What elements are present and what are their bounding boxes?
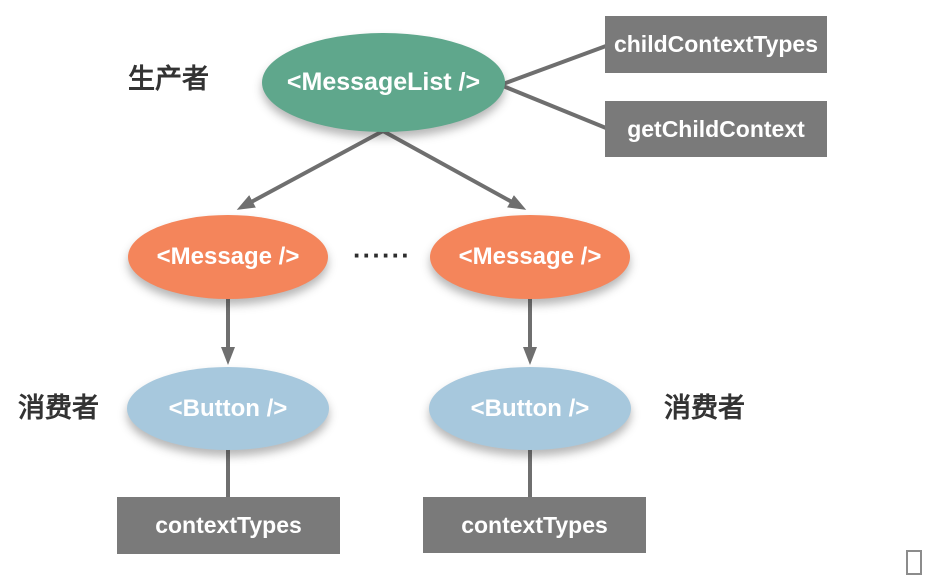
ellipsis-dots: ······ (353, 240, 411, 270)
consumer-label-right: 消费者 (664, 393, 745, 423)
missing-glyph-box (906, 550, 922, 575)
arrow-messagelist-to-message-left (236, 129, 384, 210)
message-node-right: <Message /> (430, 215, 630, 299)
context-types-box-right: contextTypes (423, 497, 646, 553)
message-node-left: <Message /> (128, 215, 328, 299)
arrow-messagelist-to-message-right (382, 129, 527, 210)
consumer-label-left: 消费者 (18, 393, 99, 423)
context-types-box-left: contextTypes (117, 497, 340, 554)
child-context-types-box: childContextTypes (605, 16, 827, 73)
get-child-context-box: getChildContext (605, 101, 827, 157)
messagelist-node: <MessageList /> (262, 33, 505, 132)
producer-label: 生产者 (128, 64, 209, 94)
button-node-left: <Button /> (127, 367, 329, 450)
button-node-right: <Button /> (429, 367, 631, 450)
edge-messagelist-to-childcontexttypes (502, 44, 607, 86)
edge-messagelist-to-getchildcontext (502, 84, 607, 130)
